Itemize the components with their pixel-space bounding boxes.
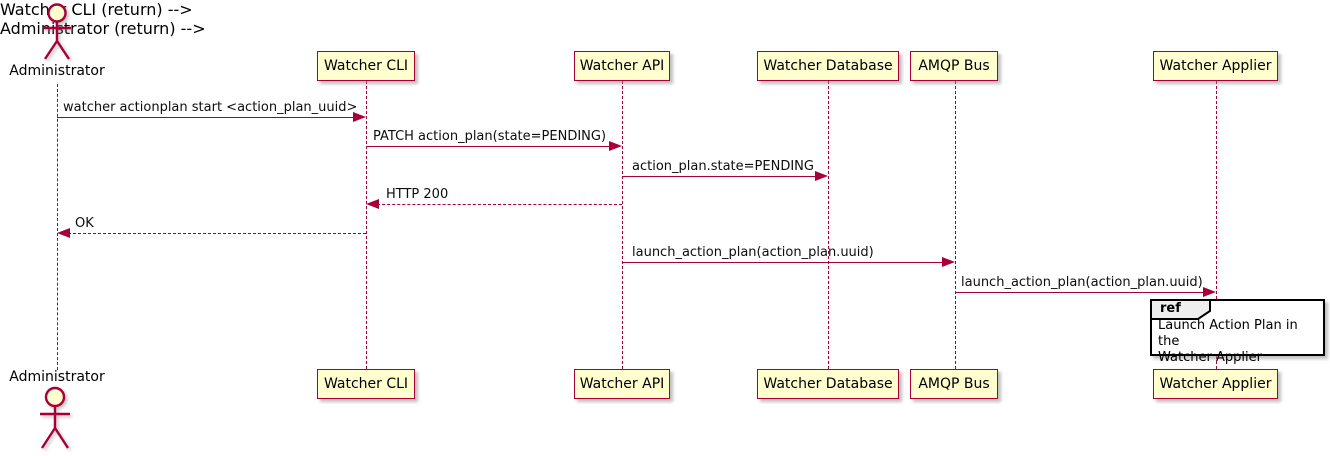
arrowhead-right-icon bbox=[942, 257, 955, 267]
ref-header-shape bbox=[1150, 299, 1211, 320]
participant-watcher-database-top: Watcher Database bbox=[757, 51, 899, 81]
arrowhead-left-icon bbox=[366, 199, 379, 209]
ref-text-line-2: Watcher Applier bbox=[1158, 350, 1262, 365]
ref-text: Launch Action Plan in the Watcher Applie… bbox=[1158, 318, 1323, 366]
actor-icon bbox=[43, 3, 71, 60]
participant-watcher-database-bottom: Watcher Database bbox=[757, 369, 899, 399]
message-label: PATCH action_plan(state=PENDING) bbox=[373, 129, 607, 144]
lifeline-watcher-api bbox=[622, 81, 623, 369]
lifeline-watcher-cli bbox=[366, 81, 367, 369]
message-label: HTTP 200 bbox=[386, 187, 449, 202]
lifeline-watcher-applier bbox=[1216, 81, 1217, 369]
message-line bbox=[955, 292, 1210, 293]
message-label: action_plan.state=PENDING bbox=[632, 159, 814, 174]
lifeline-amqp-bus bbox=[955, 81, 956, 369]
arrowhead-right-icon bbox=[815, 171, 828, 181]
arrowhead-right-icon bbox=[353, 112, 366, 122]
participant-amqp-bus-bottom: AMQP Bus bbox=[910, 369, 998, 399]
message-line bbox=[57, 117, 360, 118]
ref-fragment: ref Launch Action Plan in the Watcher Ap… bbox=[1150, 299, 1325, 365]
actor-label-top: Administrator bbox=[9, 63, 105, 79]
participant-watcher-applier-top: Watcher Applier bbox=[1153, 51, 1278, 81]
message-label: OK bbox=[75, 216, 94, 231]
message-line bbox=[622, 262, 949, 263]
actor-label-bottom: Administrator bbox=[9, 369, 105, 385]
message-label: launch_action_plan(action_plan.uuid) bbox=[632, 245, 874, 260]
message-line bbox=[622, 176, 822, 177]
arrowhead-right-icon bbox=[1203, 287, 1216, 297]
participant-watcher-cli-top: Watcher CLI bbox=[317, 51, 415, 81]
participant-watcher-api-top: Watcher API bbox=[574, 51, 670, 81]
message-line bbox=[366, 146, 616, 147]
lifeline-administrator bbox=[57, 84, 58, 370]
arrowhead-right-icon bbox=[609, 141, 622, 151]
ref-text-line-1: Launch Action Plan in the bbox=[1158, 318, 1298, 349]
message-label: watcher actionplan start <action_plan_uu… bbox=[63, 100, 358, 115]
message-line bbox=[372, 204, 622, 205]
message-line bbox=[63, 233, 366, 234]
participant-watcher-cli-bottom: Watcher CLI bbox=[317, 369, 415, 399]
participant-watcher-applier-bottom: Watcher Applier bbox=[1153, 369, 1278, 399]
actor-icon bbox=[40, 386, 70, 449]
arrowhead-left-icon bbox=[57, 228, 70, 238]
participant-amqp-bus-top: AMQP Bus bbox=[910, 51, 998, 81]
participant-watcher-api-bottom: Watcher API bbox=[574, 369, 670, 399]
lifeline-watcher-database bbox=[828, 81, 829, 369]
ref-keyword: ref bbox=[1160, 301, 1181, 316]
message-label: launch_action_plan(action_plan.uuid) bbox=[961, 275, 1203, 290]
